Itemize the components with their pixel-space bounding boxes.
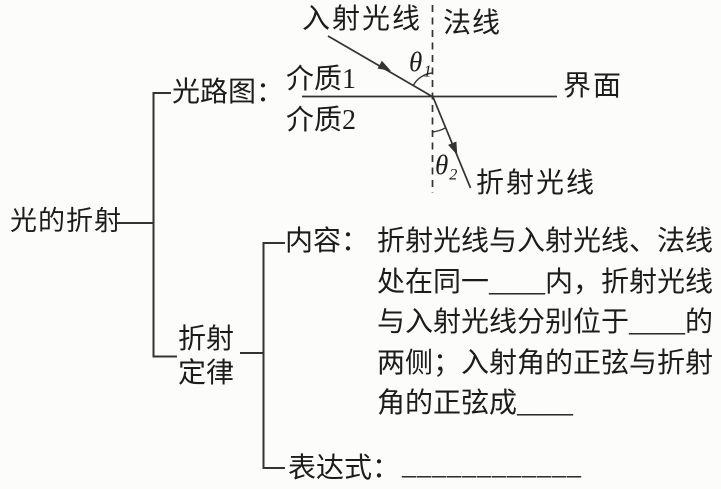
root-label: 光的折射: [10, 206, 122, 236]
refracted-ray-label: 折射光线: [476, 168, 597, 199]
main-bracket-line: [152, 92, 177, 358]
incident-ray-label: 入射光线: [302, 4, 423, 35]
content-text-line-2: 处在同一____内，折射光线: [377, 266, 714, 298]
content-text-block: 折射光线与入射光线、法线 处在同一____内，折射光线 与入射光线分别位于___…: [377, 222, 713, 425]
refraction-law-label-line2: 定律: [178, 358, 235, 389]
medium2-label: 介质2: [286, 105, 357, 136]
content-text-line-1: 折射光线与入射光线、法线: [377, 226, 714, 257]
normal-label: 法线: [443, 8, 502, 39]
theta2-label: θ₂: [435, 150, 458, 180]
refraction-law-label: 折射 定律: [178, 323, 234, 391]
theta2-angle-arc: [432, 127, 447, 133]
refracted-ray-line: [432, 96, 472, 189]
incident-ray-arrowhead-icon: [377, 60, 391, 71]
content-label: 内容：: [285, 226, 370, 257]
content-text-line-4: 两侧；入射角的正弦与折射: [377, 347, 714, 379]
content-text-line-3: 与入射光线分别位于____的: [377, 307, 714, 338]
expression-label: 表达式：: [288, 453, 401, 484]
law-bracket-line: [262, 242, 285, 469]
refraction-law-label-line1: 折射: [178, 324, 235, 355]
expression-blank: ____________: [402, 450, 582, 481]
light-path-label: 光路图：: [172, 77, 285, 108]
theta1-label: θ₁: [409, 47, 432, 77]
content-text-line-5: 角的正弦成____: [377, 388, 574, 419]
medium1-label: 介质1: [286, 64, 357, 95]
interface-label: 界面: [563, 71, 624, 102]
refracted-ray-arrowhead-icon: [448, 141, 458, 156]
theta1-angle-arc: [412, 72, 433, 87]
